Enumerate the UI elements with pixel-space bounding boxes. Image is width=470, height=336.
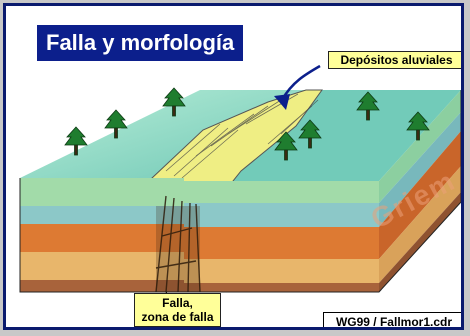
diagram-frame: Griem Falla y morfología Depósitos aluvi… xyxy=(3,3,464,330)
layer-orange-right xyxy=(184,227,379,259)
fault-label-line2: zona de falla xyxy=(135,310,220,324)
strata-right xyxy=(184,181,379,292)
page-title: Falla y morfología xyxy=(37,25,243,61)
layer-blue-right xyxy=(184,203,379,227)
credit-label: WG99 / Fallmor1.cdr xyxy=(323,312,464,330)
fault-shadow xyxy=(156,206,200,292)
layer-green-left xyxy=(20,178,184,206)
fault-label: Falla, zona de falla xyxy=(134,293,221,327)
deposits-label: Depósitos aluviales xyxy=(328,51,464,69)
layer-tan-right xyxy=(184,259,379,283)
fault-label-line1: Falla, xyxy=(135,296,220,310)
layer-brown-right xyxy=(184,283,379,292)
layer-green-right xyxy=(184,181,379,203)
